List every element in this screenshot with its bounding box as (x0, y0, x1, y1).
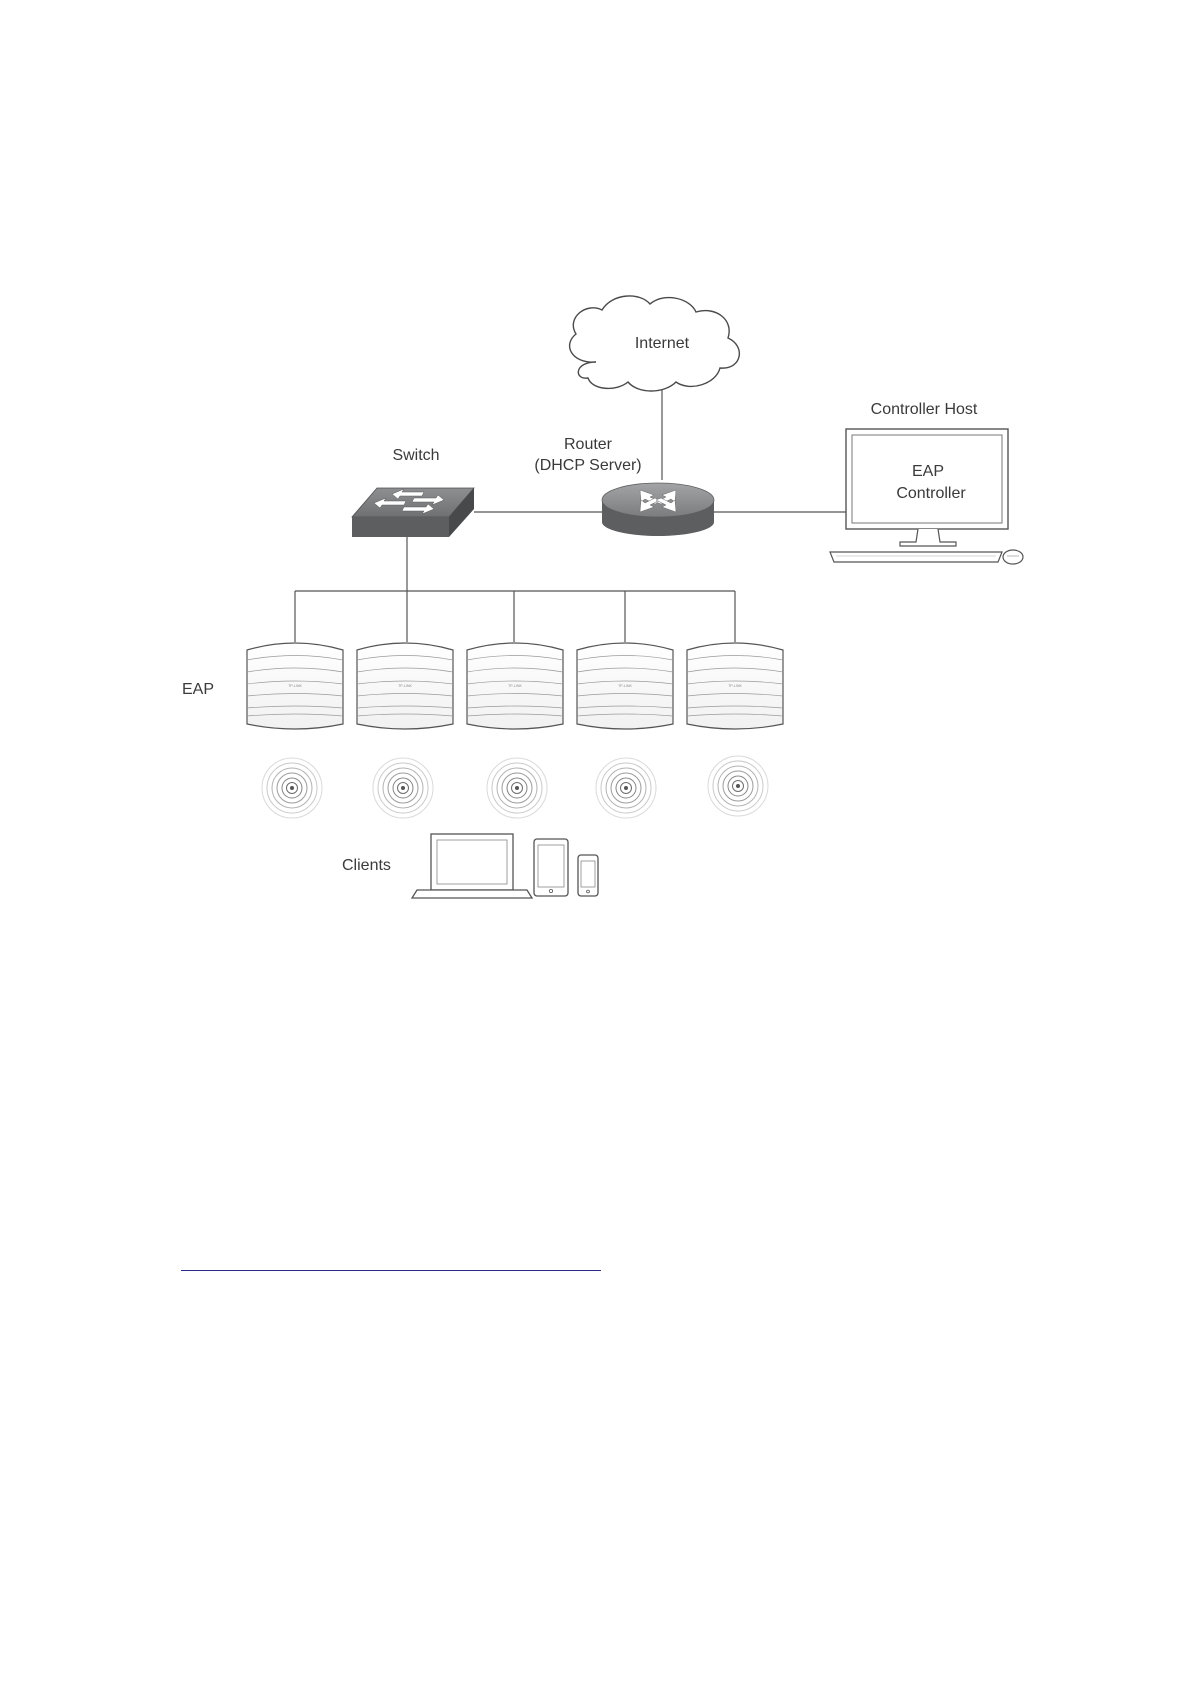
footnote-separator (181, 1270, 601, 1271)
internet-label: Internet (635, 335, 690, 352)
eap-row-label: EAP (182, 681, 214, 698)
controller-label-line1: EAP (912, 463, 944, 480)
eap-1: TP-LINK (247, 643, 343, 729)
mouse-icon (1003, 550, 1023, 564)
eap-2: TP-LINK (357, 643, 453, 729)
switch-node: Switch (352, 447, 474, 537)
wifi-signal-icon (373, 758, 433, 818)
wifi-signal-icon (487, 758, 547, 818)
laptop-node (412, 834, 532, 898)
phone-icon (578, 855, 598, 896)
switch-label: Switch (392, 447, 439, 464)
tablet-node (534, 839, 568, 896)
wifi-signal-icon (708, 756, 768, 816)
wifi-signal-icon (596, 758, 656, 818)
tablet-icon (534, 839, 568, 896)
phone-node (578, 855, 598, 896)
internet-node: Internet (570, 296, 740, 391)
eap-brand-label: TP-LINK (508, 684, 522, 688)
router-icon (602, 483, 714, 536)
wifi-signal-icon (262, 758, 322, 818)
eap-brand-label: TP-LINK (398, 684, 412, 688)
controller-host-label: Controller Host (871, 401, 978, 418)
clients-label: Clients (342, 857, 391, 874)
router-node: Router (DHCP Server) (534, 436, 714, 536)
eap-4: TP-LINK (577, 643, 673, 729)
router-label-line1: Router (564, 436, 613, 453)
laptop-icon (412, 834, 532, 898)
keyboard-icon (830, 552, 1002, 562)
eap-5: TP-LINK (687, 643, 783, 729)
wifi-signals (262, 756, 768, 818)
eap-brand-label: TP-LINK (288, 684, 302, 688)
controller-label-line2: Controller (896, 485, 966, 502)
eap-brand-label: TP-LINK (728, 684, 742, 688)
eap-brand-label: TP-LINK (618, 684, 632, 688)
controller-host-node: Controller Host EAP Controller (830, 401, 1023, 564)
router-label-line2: (DHCP Server) (534, 457, 641, 474)
eap-3: TP-LINK (467, 643, 563, 729)
switch-icon (352, 488, 474, 537)
